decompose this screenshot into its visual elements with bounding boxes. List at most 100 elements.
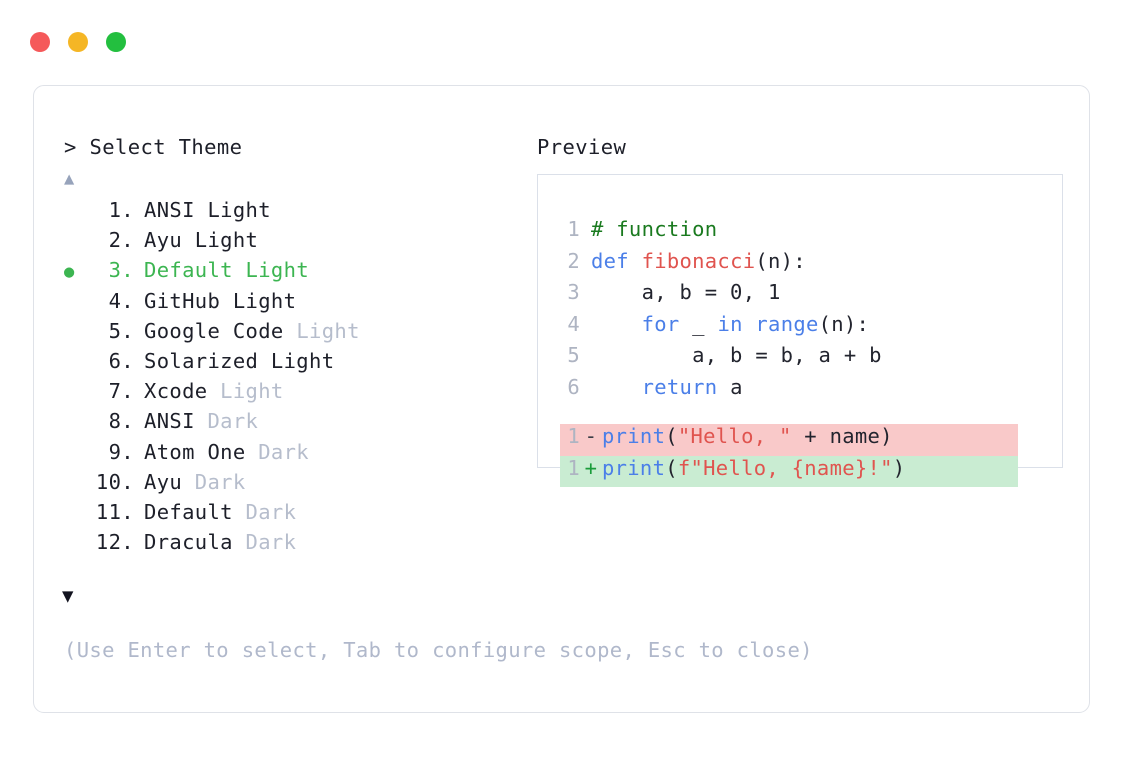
theme-list-item[interactable]: 4.GitHub Light bbox=[64, 289, 504, 319]
theme-list-item[interactable]: 9.Atom One Dark bbox=[64, 440, 504, 470]
theme-item-name: Xcode bbox=[144, 379, 221, 404]
theme-item-mode: Light bbox=[270, 348, 335, 373]
theme-list-item[interactable]: 8.ANSI Dark bbox=[64, 409, 504, 439]
code-token: "Hello, " bbox=[677, 424, 792, 448]
scroll-down-arrow-icon[interactable]: ▼ bbox=[62, 585, 74, 607]
code-token: print bbox=[602, 455, 666, 480]
theme-item-name: GitHub bbox=[144, 288, 233, 313]
bullet-placeholder bbox=[64, 385, 88, 402]
maximize-button[interactable] bbox=[106, 32, 126, 52]
diff-added-line: 1+print(f"Hello, {name}!") bbox=[560, 455, 1018, 487]
theme-item-number: 4. bbox=[95, 288, 134, 313]
bullet-placeholder bbox=[64, 476, 88, 493]
theme-item-name: Ayu bbox=[144, 469, 195, 494]
code-line-text: a, b = 0, 1 bbox=[591, 280, 781, 304]
code-line-text: # function bbox=[591, 217, 717, 241]
code-token: (n): bbox=[818, 311, 870, 336]
theme-item-number: 5. bbox=[95, 318, 134, 343]
code-token bbox=[743, 312, 756, 336]
theme-item-name: Dracula bbox=[144, 530, 246, 555]
code-token: ( bbox=[665, 424, 678, 448]
diff-line-text: print(f"Hello, {name}!") bbox=[602, 456, 905, 480]
preview-title: Preview bbox=[537, 135, 627, 159]
theme-item-number: 8. bbox=[95, 409, 134, 434]
theme-item-label: Default Light bbox=[134, 258, 309, 282]
code-line: 4 for _ in range(n): bbox=[560, 312, 1042, 344]
theme-list-item[interactable]: 2. Ayu Light bbox=[64, 228, 504, 258]
close-button[interactable] bbox=[30, 32, 50, 52]
minimize-button[interactable] bbox=[68, 32, 88, 52]
theme-item-name: Ayu bbox=[144, 228, 195, 253]
theme-item-label: Xcode Light bbox=[134, 379, 284, 403]
keyboard-hint: (Use Enter to select, Tab to configure s… bbox=[64, 638, 813, 662]
theme-list-item[interactable]: 6.Solarized Light bbox=[64, 349, 504, 379]
diff-removed-line: 1-print("Hello, " + name) bbox=[560, 424, 1018, 456]
bullet-placeholder bbox=[64, 415, 88, 432]
theme-item-mode: Dark bbox=[258, 439, 310, 464]
code-token: print bbox=[602, 424, 666, 448]
theme-item-number: 2. bbox=[95, 228, 134, 253]
code-line-text: for _ in range(n): bbox=[591, 312, 869, 336]
theme-item-number: 10. bbox=[95, 469, 134, 494]
code-token bbox=[591, 375, 642, 399]
theme-list-item[interactable]: 1.ANSI Light bbox=[64, 198, 504, 228]
theme-item-name: Default bbox=[144, 258, 246, 283]
theme-item-number: 12. bbox=[95, 530, 134, 555]
code-token: ) bbox=[892, 455, 906, 480]
code-token: + name) bbox=[791, 424, 893, 448]
theme-item-label: Dracula Dark bbox=[134, 530, 296, 554]
line-number: 1 bbox=[567, 424, 580, 448]
code-line: 5 a, b = b, a + b bbox=[560, 343, 1042, 375]
theme-item-name: Google Code bbox=[144, 318, 297, 343]
code-token: def bbox=[591, 248, 642, 273]
bullet-placeholder bbox=[64, 204, 88, 221]
theme-item-mode: Light bbox=[296, 318, 360, 343]
code-line: 2 def fibonacci(n): bbox=[560, 249, 1042, 281]
theme-list-item[interactable]: 7.Xcode Light bbox=[64, 379, 504, 409]
theme-item-label: Atom One Dark bbox=[134, 440, 309, 464]
code-line: 3 a, b = 0, 1 bbox=[560, 280, 1042, 312]
bullet-placeholder bbox=[64, 234, 88, 251]
theme-item-label: Default Dark bbox=[134, 500, 296, 524]
code-line-text: def fibonacci(n): bbox=[591, 249, 806, 273]
theme-item-label: Ayu Dark bbox=[134, 470, 246, 494]
theme-item-number: 11. bbox=[95, 499, 134, 524]
theme-item-number: 1. bbox=[95, 198, 134, 222]
line-number: 2 bbox=[567, 248, 580, 273]
theme-list-item[interactable]: 5. Google Code Light bbox=[64, 319, 504, 349]
theme-item-name: ANSI bbox=[144, 198, 208, 222]
code-line: 6 return a bbox=[560, 375, 1042, 407]
theme-list-item[interactable]: 12.Dracula Dark bbox=[64, 530, 504, 560]
code-token: in bbox=[717, 311, 743, 336]
scroll-up-arrow-icon[interactable]: ▲ bbox=[64, 169, 75, 189]
theme-item-number: 6. bbox=[95, 348, 134, 373]
theme-item-name: Solarized bbox=[144, 348, 271, 373]
code-line-text: a, b = b, a + b bbox=[591, 343, 882, 367]
code-spacer bbox=[560, 406, 1042, 424]
theme-item-mode: Dark bbox=[194, 469, 246, 494]
theme-item-mode: Dark bbox=[207, 409, 259, 434]
theme-item-name: Atom One bbox=[144, 439, 259, 464]
theme-item-number: 9. bbox=[95, 439, 134, 464]
theme-list-item[interactable]: 11.Default Dark bbox=[64, 500, 504, 530]
code-token: for bbox=[641, 311, 680, 336]
diff-sign: + bbox=[584, 455, 598, 480]
code-token: (n): bbox=[755, 248, 806, 273]
line-number: 6 bbox=[567, 374, 580, 399]
theme-item-number: 3. bbox=[95, 258, 134, 283]
theme-item-mode: Light bbox=[194, 228, 259, 253]
selected-bullet-icon: ● bbox=[64, 262, 75, 283]
code-token: a bbox=[717, 374, 743, 399]
theme-list-item[interactable]: ● 3.Default Light bbox=[64, 258, 504, 288]
theme-item-label: Solarized Light bbox=[134, 349, 334, 373]
code-line-text: return a bbox=[591, 375, 743, 399]
line-number: 5 bbox=[567, 343, 580, 367]
code-token: f"Hello, {name}!" bbox=[677, 455, 893, 480]
theme-item-mode: Light bbox=[245, 258, 310, 283]
code-line: 1# function bbox=[560, 217, 1042, 249]
theme-list-item[interactable]: 10.Ayu Dark bbox=[64, 470, 504, 500]
bullet-placeholder bbox=[64, 295, 88, 312]
theme-item-number: 7. bbox=[95, 379, 134, 404]
